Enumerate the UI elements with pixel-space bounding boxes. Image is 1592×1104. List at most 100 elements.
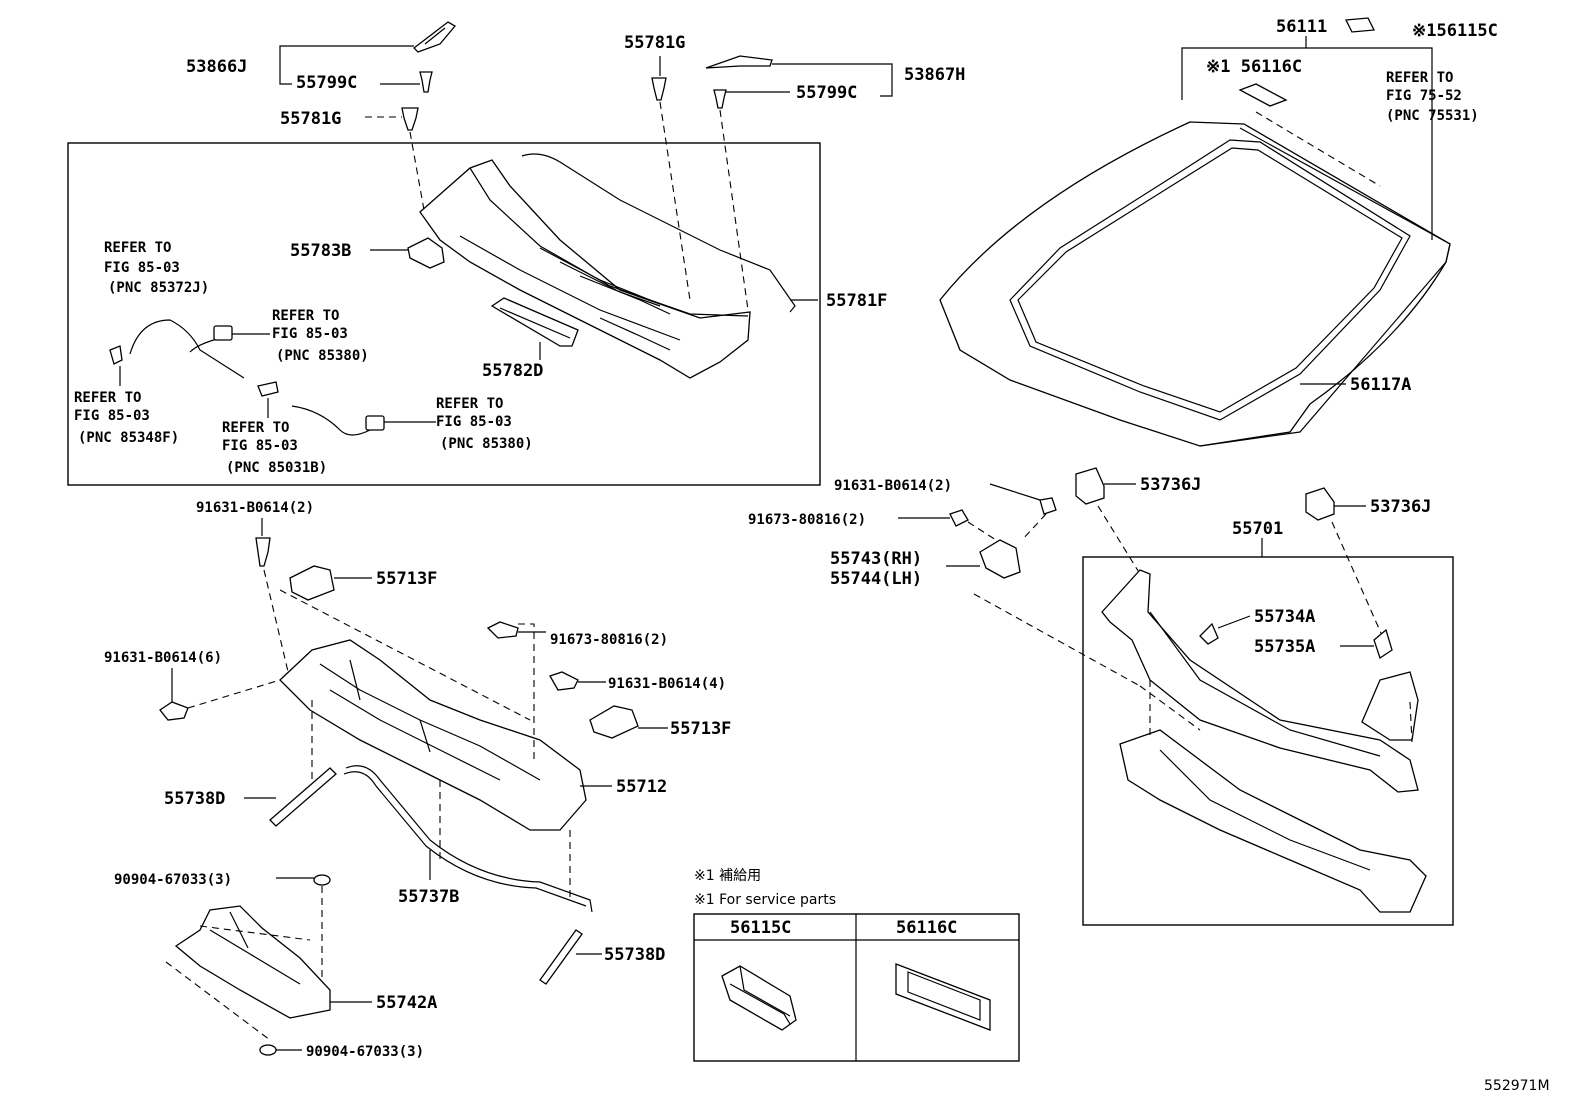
svg-text:FIG 85-03: FIG 85-03	[272, 326, 348, 342]
label-55734A: 55734A	[1254, 607, 1315, 627]
reference-85380-b: REFER TO FIG 85-03 (PNC 85380)	[436, 396, 533, 452]
label-55744: 55744(LH)	[830, 569, 922, 589]
louver-cap-left-part	[413, 21, 456, 53]
bracket-55713F-a-part	[289, 565, 335, 601]
cowl-top-group-box	[67, 142, 821, 486]
table-icon-56115C	[721, 965, 797, 1031]
seal-55738D-right-part	[539, 929, 583, 985]
label-90904-top: 90904-67033(3)	[114, 872, 232, 888]
hose-joint-upper-part	[213, 325, 233, 341]
leader-91631-mid	[989, 483, 1041, 501]
dash-56116C	[1255, 111, 1381, 187]
label-91631-top: 91631-B0614(2)	[196, 500, 314, 516]
dash-91631-6	[187, 679, 281, 709]
duct-55742A-part	[174, 905, 331, 1019]
cowl-side-right-part	[1361, 671, 1419, 741]
svg-text:(PNC 85348F): (PNC 85348F)	[78, 430, 179, 446]
seal-55738D-left-part	[269, 767, 337, 827]
table-header-56115C: 56115C	[730, 918, 791, 938]
label-56115C-top: ※156115C	[1412, 21, 1498, 41]
washer-hose-lower	[291, 405, 371, 436]
washer-hose-upper	[129, 319, 245, 379]
table-header-56116C: 56116C	[896, 918, 957, 938]
label-55781G-top: 55781G	[624, 33, 685, 53]
drop-line-3	[719, 109, 749, 311]
bracket-55713F-b-part	[589, 705, 639, 739]
leader-53867H	[772, 63, 893, 97]
svg-text:REFER TO: REFER TO	[436, 396, 503, 412]
label-55713F-b: 55713F	[670, 719, 731, 739]
label-55743: 55743(RH)	[830, 549, 922, 569]
drop-line-2	[659, 101, 691, 301]
dash-91673-mid	[967, 521, 997, 541]
svg-text:REFER TO: REFER TO	[1386, 70, 1453, 86]
label-55713F-a: 55713F	[376, 569, 437, 589]
label-55799C-left: 55799C	[296, 73, 357, 93]
label-91673-mid: 91673-80816(2)	[748, 512, 866, 528]
label-55701: 55701	[1232, 519, 1283, 539]
svg-text:(PNC 85372J): (PNC 85372J)	[108, 280, 209, 296]
reference-75531: REFER TO FIG 75-52 (PNC 75531)	[1386, 70, 1479, 124]
svg-text:REFER TO: REFER TO	[74, 390, 141, 406]
dash-91631-mid	[1021, 513, 1047, 541]
label-55742A: 55742A	[376, 993, 437, 1013]
dash-91631-top	[263, 569, 291, 681]
dash-91673-low	[518, 623, 535, 760]
label-55735A: 55735A	[1254, 637, 1315, 657]
reference-85348F: REFER TO FIG 85-03 (PNC 85348F)	[74, 390, 179, 446]
leader-55799C-left-a	[279, 66, 292, 85]
dash-right-vert	[1409, 701, 1413, 743]
label-91673-low: 91673-80816(2)	[550, 632, 668, 648]
svg-text:(PNC 85380): (PNC 85380)	[440, 436, 533, 452]
clip-90904-bot-part	[259, 1044, 277, 1056]
dash-53736J-a	[1097, 505, 1141, 575]
cowl-panel-upper-part	[1101, 569, 1419, 793]
note-service-en: ※1 For service parts	[694, 892, 836, 908]
label-91631-6: 91631-B0614(6)	[104, 650, 222, 666]
cowl-panel-group-box	[1082, 556, 1454, 926]
dash-55742A-top	[199, 925, 311, 941]
cowl-top-ventilator-part	[419, 159, 751, 379]
label-55738D-left: 55738D	[164, 789, 225, 809]
label-56117A: 56117A	[1350, 375, 1411, 395]
label-55737B: 55737B	[398, 887, 459, 907]
svg-text:FIG 85-03: FIG 85-03	[436, 414, 512, 430]
cowl-panel-55712-part	[279, 639, 587, 831]
table-icon-56116C	[895, 963, 991, 1031]
label-55799C-right: 55799C	[796, 83, 857, 103]
seal-55782D-part	[490, 297, 579, 347]
label-55712: 55712	[616, 777, 667, 797]
leader-56111-bracket	[1181, 47, 1433, 240]
label-56116C-top: ※1 56116C	[1206, 57, 1302, 77]
clip-55781G-top-part	[651, 77, 667, 101]
label-55783B: 55783B	[290, 241, 351, 261]
cowl-panel-lower-part	[1119, 729, 1427, 913]
label-53866J: 53866J	[186, 57, 247, 77]
label-53736J-b: 53736J	[1370, 497, 1431, 517]
svg-text:REFER TO: REFER TO	[104, 240, 171, 256]
hose-joint-lower-part	[365, 415, 385, 431]
label-90904-bot: 90904-67033(3)	[306, 1044, 424, 1060]
retainer-53736J-b-part	[1305, 487, 1335, 521]
svg-text:FIG 85-03: FIG 85-03	[222, 438, 298, 454]
bolt-91631-6-part	[159, 701, 189, 721]
retainer-53736J-a-part	[1075, 467, 1105, 505]
bracket-55743-part	[979, 539, 1021, 579]
bracket-55735A-part	[1373, 628, 1393, 660]
dash-55743	[973, 593, 1141, 687]
service-part-56115C-icon	[1344, 17, 1376, 33]
dash-53736J-b	[1331, 521, 1385, 641]
windshield-glass-part	[939, 121, 1451, 447]
clip-55799C-right-part	[713, 89, 727, 109]
bolt-91673-low-part	[486, 621, 519, 639]
service-part-56116C-icon	[1238, 83, 1288, 107]
label-91631-4: 91631-B0614(4)	[608, 676, 726, 692]
bolt-91631-mid-part	[1039, 497, 1057, 515]
cowl-seal-strip-part	[521, 153, 796, 313]
note-service-jp: ※1 補給用	[694, 868, 761, 884]
label-55781F: 55781F	[826, 291, 887, 311]
seal-55737B-inner	[343, 771, 587, 907]
bracket-55734A-part	[1199, 622, 1219, 645]
